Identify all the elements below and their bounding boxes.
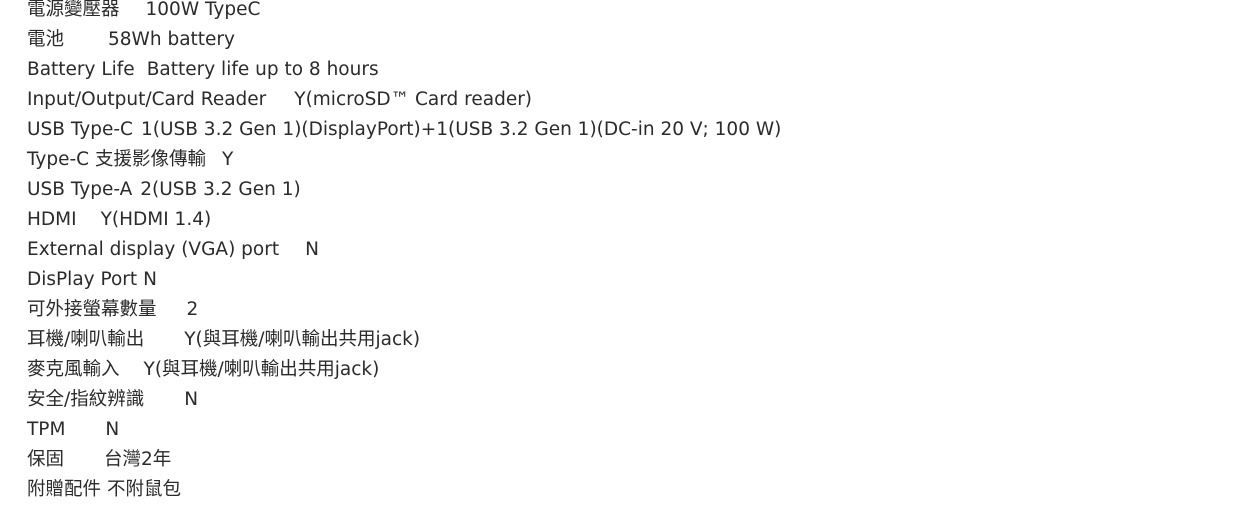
spec-row-warranty: 保固 台灣2年 <box>27 447 781 477</box>
spec-label: 耳機/喇叭輸出 <box>27 329 145 350</box>
spec-value: Y(microSD™ Card reader) <box>294 89 533 110</box>
spec-label: 電源變壓器 <box>27 0 120 20</box>
spec-value: N <box>305 239 319 260</box>
spec-label: 保固 <box>27 449 65 470</box>
spec-label: Input/Output/Card Reader <box>27 89 267 110</box>
spec-value: Y(與耳機/喇叭輸出共用jack) <box>184 329 421 350</box>
spec-row-accessories: 附贈配件 不附鼠包 <box>27 477 781 507</box>
spec-label: TPM <box>27 419 66 440</box>
spec-value: 2 <box>186 299 199 320</box>
spec-label: 附贈配件 <box>27 479 102 500</box>
spec-value: Y(HDMI 1.4) <box>100 209 212 230</box>
spec-value: Battery life up to 8 hours <box>146 59 379 80</box>
spec-row-card-reader: Input/Output/Card Reader Y(microSD™ Card… <box>27 87 781 117</box>
spec-row-external-displays: 可外接螢幕數量 2 <box>27 297 781 327</box>
spec-label: Battery Life <box>27 59 135 80</box>
spec-value: 2(USB 3.2 Gen 1) <box>140 179 301 200</box>
spec-row-mic-in: 麥克風輸入 Y(與耳機/喇叭輸出共用jack) <box>27 357 781 387</box>
spec-label: Type-C 支援影像傳輸 <box>27 149 206 170</box>
spec-row-fingerprint: 安全/指紋辨識 N <box>27 387 781 417</box>
spec-row-usb-type-c: USB Type-C 1(USB 3.2 Gen 1)(DisplayPort)… <box>27 117 781 147</box>
spec-value: Y <box>221 149 234 170</box>
spec-row-hdmi: HDMI Y(HDMI 1.4) <box>27 207 781 237</box>
spec-row-audio-out: 耳機/喇叭輸出 Y(與耳機/喇叭輸出共用jack) <box>27 327 781 357</box>
spec-label: 安全/指紋辨識 <box>27 389 145 410</box>
spec-value: 100W TypeC <box>145 0 261 20</box>
spec-list: 電源變壓器 100W TypeC 電池 58Wh battery Battery… <box>27 0 781 507</box>
spec-label: External display (VGA) port <box>27 239 280 260</box>
spec-value: 58Wh battery <box>108 29 235 50</box>
spec-label: 可外接螢幕數量 <box>27 299 157 320</box>
spec-value: 不附鼠包 <box>107 479 182 500</box>
spec-value: Y(與耳機/喇叭輸出共用jack) <box>143 359 380 380</box>
spec-row-vga: External display (VGA) port N <box>27 237 781 267</box>
spec-row-tpm: TPM N <box>27 417 781 447</box>
spec-row-battery-life: Battery Life Battery life up to 8 hours <box>27 57 781 87</box>
spec-label: USB Type-A <box>27 179 133 200</box>
spec-row-power-adapter: 電源變壓器 100W TypeC <box>27 0 781 27</box>
spec-value: N <box>105 419 120 440</box>
spec-row-displayport: DisPlay Port N <box>27 267 781 297</box>
spec-value: 台灣2年 <box>104 449 172 470</box>
spec-row-battery: 電池 58Wh battery <box>27 27 781 57</box>
spec-label: DisPlay Port <box>27 269 138 290</box>
spec-value: N <box>184 389 199 410</box>
spec-label: 電池 <box>27 29 65 50</box>
spec-value: N <box>143 269 158 290</box>
spec-label: HDMI <box>27 209 77 230</box>
spec-row-usb-type-a: USB Type-A 2(USB 3.2 Gen 1) <box>27 177 781 207</box>
spec-label: 麥克風輸入 <box>27 359 120 380</box>
spec-row-type-c-video: Type-C 支援影像傳輸 Y <box>27 147 781 177</box>
spec-value: 1(USB 3.2 Gen 1)(DisplayPort)+1(USB 3.2 … <box>140 119 782 140</box>
spec-label: USB Type-C <box>27 119 133 140</box>
